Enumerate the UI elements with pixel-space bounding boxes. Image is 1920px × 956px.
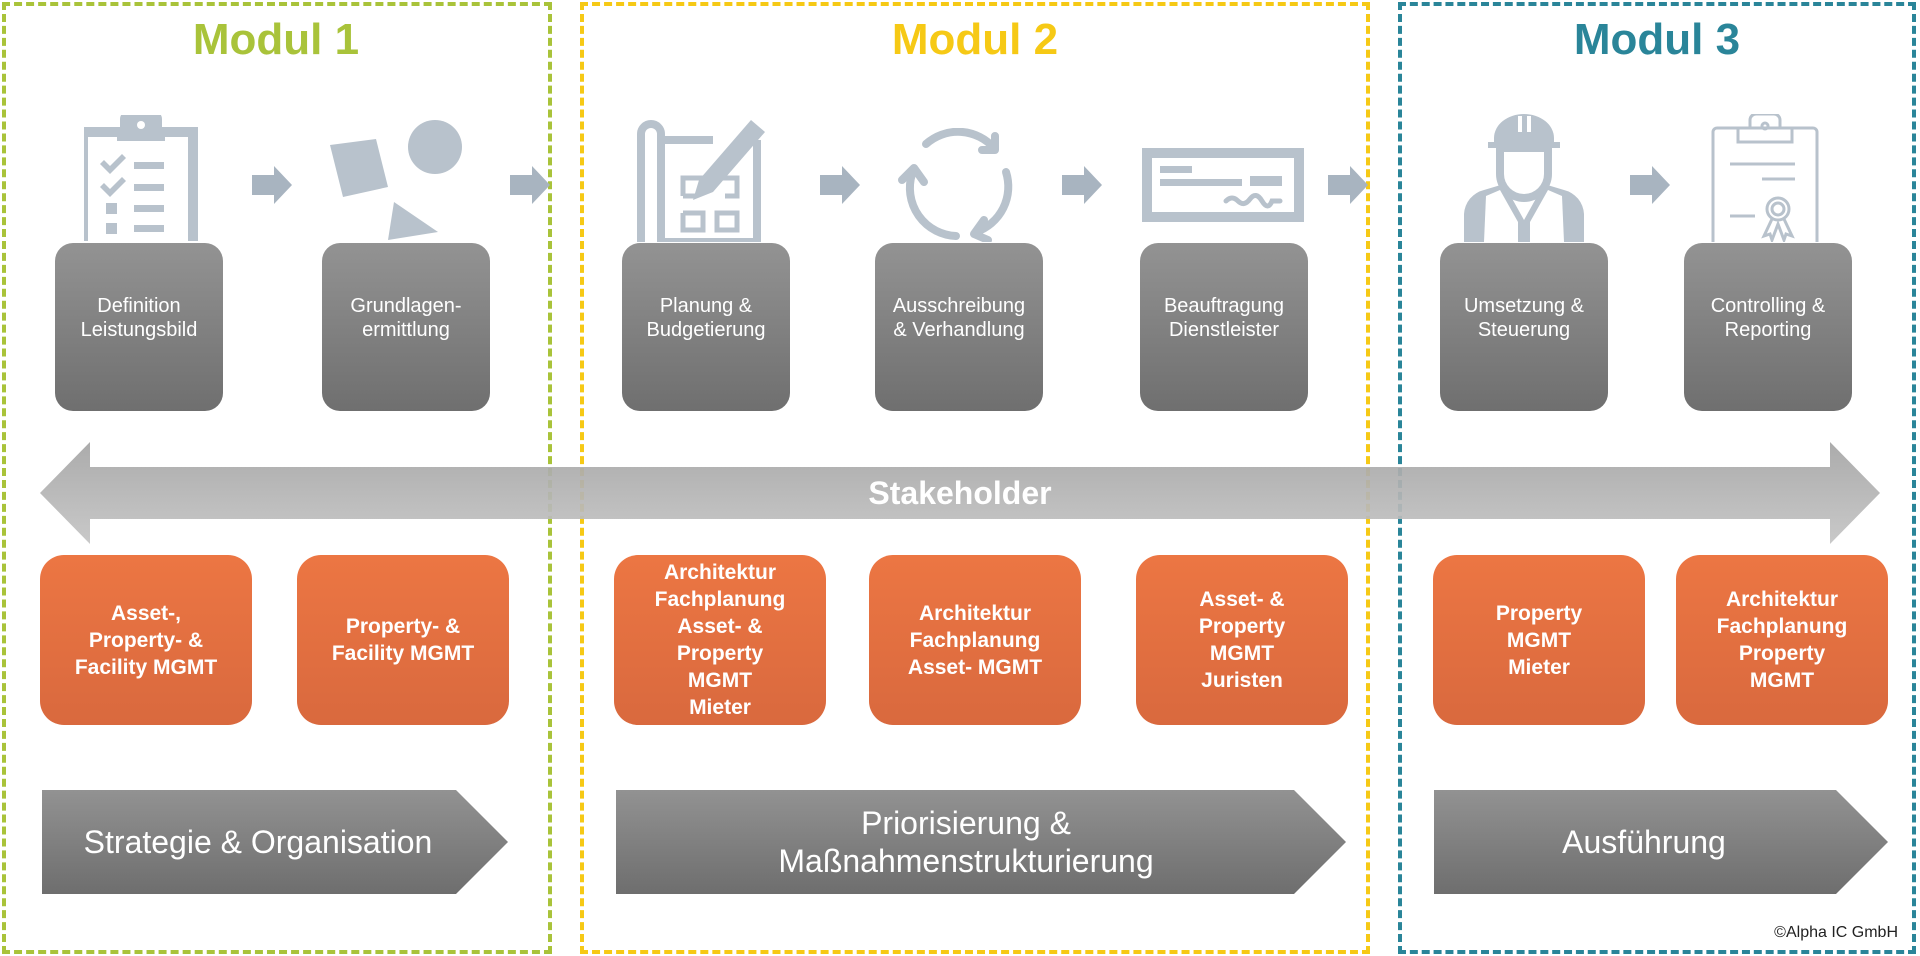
stakeholder-label: Stakeholder: [868, 475, 1052, 511]
role-box: Architektur Fachplanung Asset- MGMT: [869, 555, 1081, 725]
flow-arrow-icon: [252, 166, 292, 204]
module-1-title: Modul 1: [192, 15, 360, 64]
role-box: Property- & Facility MGMT: [297, 555, 509, 725]
module-3-title: Modul 3: [1573, 15, 1741, 64]
flow-arrow-icon: [1630, 166, 1670, 204]
shapes-icon: [330, 120, 462, 240]
step-grundlagenermittlung: Grundlagen- ermittlung: [322, 243, 490, 411]
role-label: Property MGMT Mieter: [1495, 601, 1583, 679]
cheque-signature-icon: [1142, 148, 1304, 222]
role-label: Asset-, Property- & Facility MGMT: [74, 601, 218, 679]
phase-arrow-strategie: [42, 790, 508, 894]
role-box: Property MGMT Mieter: [1433, 555, 1645, 725]
role-box: Architektur Fachplanung Asset- & Propert…: [614, 555, 826, 725]
construction-worker-icon: [1464, 114, 1584, 242]
copyright-notice: ©Alpha IC GmbH: [1774, 924, 1898, 941]
step-planung-budgetierung: Planung & Budgetierung: [622, 243, 790, 411]
certificate-clipboard-icon: [1711, 114, 1819, 242]
role-label: Architektur Fachplanung Asset- MGMT: [907, 601, 1043, 679]
flow-arrow-icon: [510, 166, 550, 204]
flow-arrow-icon: [1062, 166, 1102, 204]
step-label: Grundlagen- ermittlung: [350, 295, 462, 341]
phase-label-priorisierung: Priorisierung & Maßnahmenstrukturierung: [778, 805, 1154, 879]
step-beauftragung-dienstleister: Beauftragung Dienstleister: [1140, 243, 1308, 411]
step-label: Definition Leistungsbild: [80, 295, 198, 341]
step-ausschreibung-verhandlung: Ausschreibung & Verhandlung: [875, 243, 1043, 411]
role-box: Asset-, Property- & Facility MGMT: [40, 555, 252, 725]
role-label: Architektur Fachplanung Property MGMT: [1716, 588, 1848, 692]
role-label: Architektur Fachplanung Asset- & Propert…: [654, 561, 786, 719]
flow-arrow-icon: [820, 166, 860, 204]
phase-label-ausfuehrung: Ausführung: [1562, 824, 1726, 860]
step-label: Beauftragung Dienstleister: [1163, 295, 1285, 341]
role-label: Asset- & Property MGMT Juristen: [1198, 588, 1286, 692]
phase-arrow-ausfuehrung: [1434, 790, 1888, 894]
checklist-clipboard-icon: [84, 115, 198, 241]
step-label: Ausschreibung & Verhandlung: [892, 295, 1026, 341]
stakeholder-double-arrow: [40, 442, 1880, 544]
step-definition-leistungsbild: Definition Leistungsbild: [55, 243, 223, 411]
step-umsetzung-steuerung: Umsetzung & Steuerung: [1440, 243, 1608, 411]
cycle-arrows-icon: [898, 128, 1013, 242]
role-label: Property- & Facility MGMT: [331, 615, 475, 665]
role-box: Asset- & Property MGMT Juristen: [1136, 555, 1348, 725]
step-label: Umsetzung & Steuerung: [1463, 295, 1585, 341]
step-label: Controlling & Reporting: [1710, 295, 1826, 341]
step-label: Planung & Budgetierung: [646, 295, 766, 341]
phase-label-strategie: Strategie & Organisation: [83, 824, 433, 860]
phase-arrow-priorisierung: [616, 790, 1346, 894]
step-controlling-reporting: Controlling & Reporting: [1684, 243, 1852, 411]
flow-arrow-icon: [1328, 166, 1368, 204]
module-2-title: Modul 2: [891, 15, 1059, 64]
blueprint-pencil-icon: [637, 120, 765, 242]
role-box: Architektur Fachplanung Property MGMT: [1676, 555, 1888, 725]
